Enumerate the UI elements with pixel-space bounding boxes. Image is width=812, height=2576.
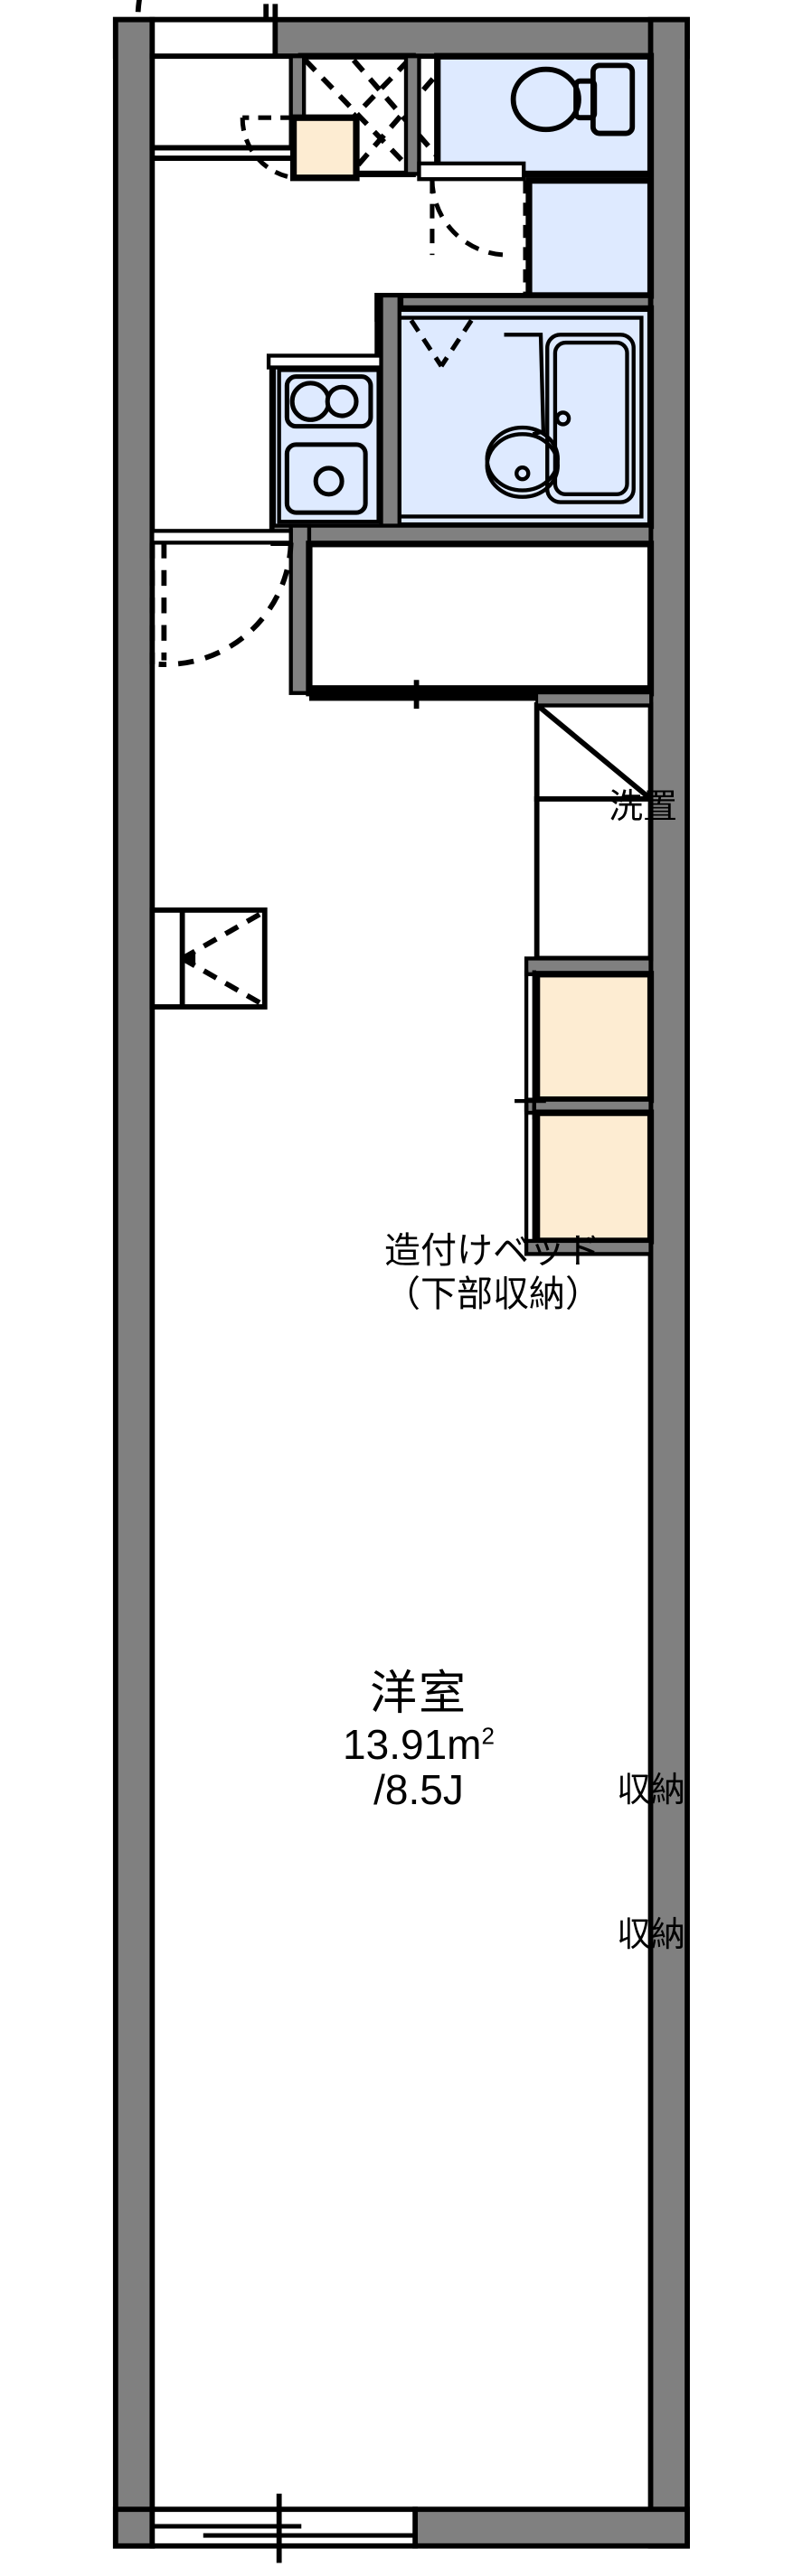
closet-upper-label: 収納 bbox=[617, 1772, 686, 1810]
built-in-bed-area bbox=[306, 541, 655, 710]
two-burner-stove bbox=[284, 374, 373, 429]
wash-basin bbox=[485, 333, 560, 499]
built-in-bed-label-line1: 造付けベッド bbox=[384, 1231, 601, 1271]
built-in-bed-label-line2: （下部収納） bbox=[384, 1274, 601, 1314]
kitchen-sink bbox=[284, 442, 368, 515]
main-room-area-jo: /8.5J bbox=[373, 1766, 464, 1813]
bathtub bbox=[545, 333, 636, 504]
interior-partition-walls bbox=[270, 293, 653, 695]
main-room-name: 洋室 bbox=[369, 1668, 467, 1720]
upper-storage-niche bbox=[533, 691, 654, 962]
room-entry-door-swing bbox=[149, 529, 294, 667]
toilet-doorway bbox=[417, 161, 526, 258]
toilet-room bbox=[434, 52, 655, 178]
toilet-fixture bbox=[510, 62, 636, 136]
shoe-cabinet bbox=[240, 114, 360, 182]
sliding-balcony-window bbox=[149, 2493, 419, 2563]
entrance-door-swing bbox=[135, 0, 279, 20]
kitchen-unit bbox=[266, 353, 392, 532]
closet-lower-label: 収納 bbox=[617, 1916, 686, 1954]
unit-bath bbox=[374, 293, 655, 530]
exterior-walls bbox=[112, 16, 690, 2549]
washing-machine-space bbox=[523, 177, 655, 299]
area-superscript: 2 bbox=[481, 1722, 495, 1750]
entrance-doorway bbox=[149, 16, 279, 60]
casement-window-left bbox=[149, 907, 268, 1010]
main-room-area-sqm: 13.91m2 bbox=[288, 1721, 550, 1769]
genkan-entry-hall bbox=[149, 53, 305, 161]
storage-closets bbox=[515, 956, 655, 1256]
washer-space-label: 洗置 bbox=[608, 788, 677, 826]
area-value: 13.91m bbox=[343, 1721, 482, 1768]
